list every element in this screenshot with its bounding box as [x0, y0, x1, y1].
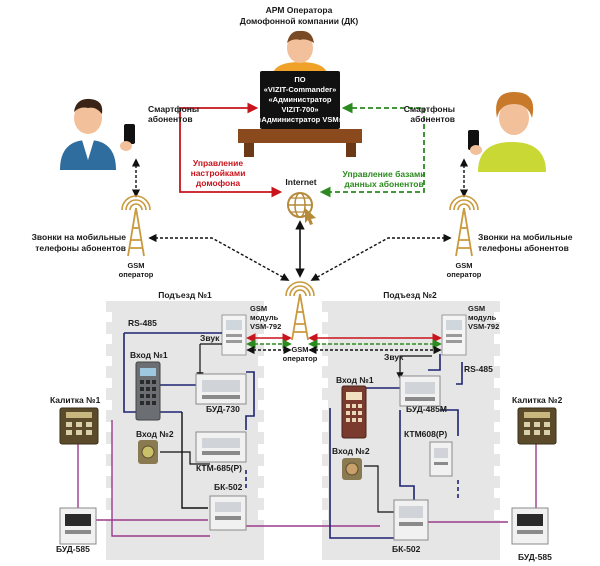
ktm685-device-icon: [195, 431, 247, 463]
internet-label: Internet: [285, 177, 316, 187]
settings-label-line3: домофона: [196, 178, 240, 188]
call-panel-right-icon: [341, 385, 367, 439]
entry1-right-label: Вход №1: [336, 375, 374, 385]
settings-label-line1: Управление: [193, 158, 244, 168]
operator-person-icon: [272, 30, 328, 78]
gsm-tower-right-icon: [449, 195, 479, 257]
bud585-right-label: БУД-585: [518, 552, 552, 562]
ktm608-device-icon: [429, 441, 453, 477]
database-label-line2: данных абонентов: [344, 179, 423, 189]
gsm-module-right-line3: VSM-792: [468, 322, 499, 331]
software-line-3: «Администратор: [269, 95, 332, 104]
gsm-left-line2: оператор: [119, 270, 154, 279]
software-line-2: «VIZIT-Commander»: [264, 85, 337, 94]
exit-button-right-icon: [342, 458, 362, 480]
entry1-left-label: Вход №1: [130, 350, 168, 360]
software-line-4: VIZIT-700»: [281, 105, 318, 114]
smartphones-right-line2: абонентов: [410, 114, 455, 124]
entry2-right-label: Вход №2: [332, 446, 370, 456]
gsm-module-left-line3: VSM-792: [250, 322, 281, 331]
bud730-label: БУД-730: [206, 404, 240, 414]
bud585-left-label: БУД-585: [56, 544, 90, 554]
bk502-right-device-icon: [393, 499, 429, 541]
entrance-1-title: Подъезд №1: [158, 290, 212, 300]
mobile-calls-right-line2: телефоны абонентов: [478, 243, 569, 253]
gsm-left-line1: GSM: [127, 261, 144, 270]
gsm-module-right-line1: GSM: [468, 304, 485, 313]
entrance-2-title: Подъезд №2: [383, 290, 437, 300]
gsm-tower-center-icon: [285, 281, 315, 341]
software-line-1: ПО: [294, 75, 305, 84]
gsm-right-line2: оператор: [447, 270, 482, 279]
entrance-2-wiring: [329, 354, 537, 539]
settings-control-link: [179, 102, 283, 198]
entrance-1-wiring: [77, 332, 380, 537]
gsm-center-line1: GSM: [291, 345, 308, 354]
subscriber-left-icon: [60, 98, 135, 170]
gate2-label: Калитка №2: [512, 395, 563, 405]
smartphones-left-line1: Смартфоны: [148, 104, 199, 114]
sound-right-label: Звук: [384, 352, 404, 362]
gsm-right-line1: GSM: [455, 261, 472, 270]
gsm-module-left-icon: [221, 314, 247, 356]
gsm-tower-left-icon: [121, 195, 151, 257]
operator-title-line1: АРМ Оператора: [266, 5, 333, 15]
mobile-calls-left-line1: Звонки на мобильные: [32, 232, 127, 242]
gsm-module-left-line2: модуль: [250, 313, 279, 322]
bud485m-device-icon: [399, 375, 441, 407]
database-control-link: [319, 102, 425, 198]
entry2-left-label: Вход №2: [136, 429, 174, 439]
left-tower-center-link: [148, 233, 290, 281]
bk502-left-label: БК-502: [214, 482, 243, 492]
subscriber-right-icon: [468, 92, 546, 172]
gsm-module-left-line1: GSM: [250, 304, 267, 313]
rs485-left-label: RS-485: [128, 318, 157, 328]
mobile-calls-right-line1: Звонки на мобильные: [478, 232, 573, 242]
bud485m-label: БУД-485М: [406, 404, 447, 414]
ktm685-label: КТМ-685(Р): [196, 463, 242, 473]
bk502-right-label: БК-502: [392, 544, 421, 554]
database-label-line1: Управление базами: [342, 169, 425, 179]
mobile-calls-left-line2: телефоны абонентов: [35, 243, 126, 253]
operator-title-line2: Домофонной компании (ДК): [240, 16, 359, 26]
gate2-panel-icon: [517, 407, 557, 445]
bud585-right-device-icon: [511, 507, 549, 545]
bk502-left-device-icon: [209, 495, 247, 531]
gsm-center-line2: оператор: [283, 354, 318, 363]
call-panel-left-icon: [135, 361, 161, 421]
gsm-module-right-icon: [441, 314, 467, 356]
rs485-right-label: RS-485: [464, 364, 493, 374]
software-line-5: «Администратор VSM»: [257, 115, 343, 124]
bud585-left-device-icon: [59, 507, 97, 545]
gate1-panel-icon: [59, 407, 99, 445]
gate1-label: Калитка №1: [50, 395, 101, 405]
smartphones-right-line1: Смартфоны: [404, 104, 455, 114]
right-tower-center-link: [310, 233, 452, 281]
smartphones-left-line2: абонентов: [148, 114, 193, 124]
ktm608-label: КТМ608(Р): [404, 429, 447, 439]
settings-label-line2: настройками: [191, 168, 246, 178]
bud730-device-icon: [195, 373, 247, 405]
internet-globe-icon: [287, 192, 316, 225]
sound-left-label: Звук: [200, 333, 220, 343]
gsm-module-right-line2: модуль: [468, 313, 497, 322]
exit-button-left-icon: [138, 440, 158, 464]
